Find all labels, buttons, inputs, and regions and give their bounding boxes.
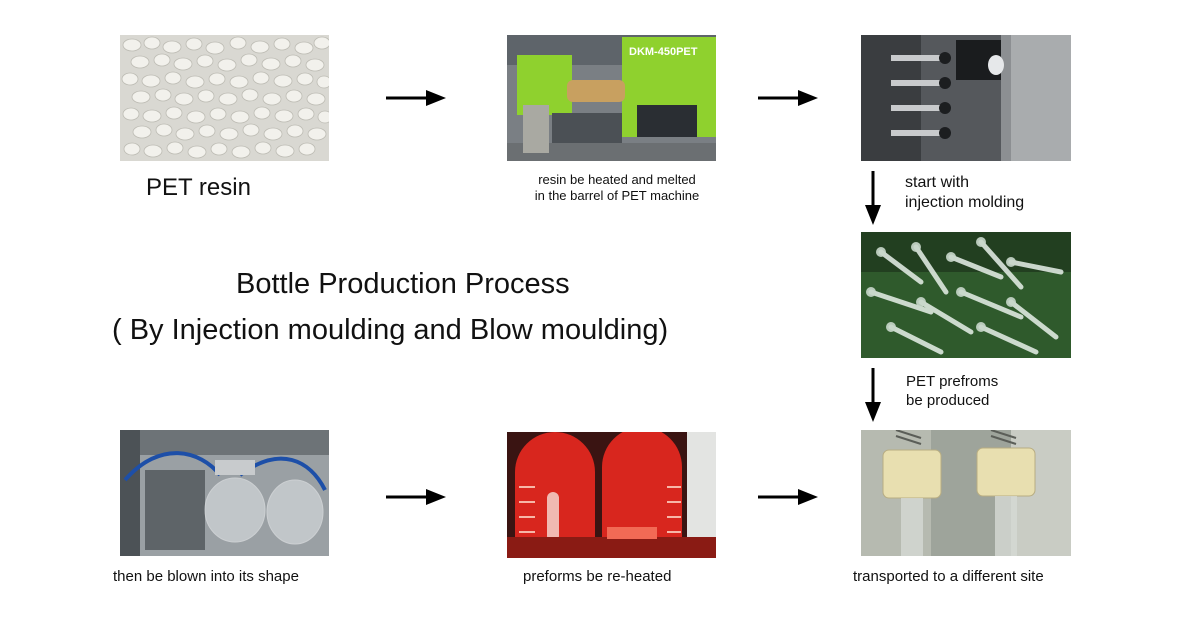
- machine-model-label: DKM-450PET: [629, 46, 698, 58]
- step-caption-injection-molding: start with injection molding: [905, 174, 1025, 211]
- arrow-right-icon: [758, 487, 818, 507]
- step-caption-transported: transported to a different site: [853, 568, 1044, 585]
- arrow-down-icon: [863, 368, 883, 422]
- preform-reheating-photo: [507, 432, 716, 558]
- arrow-right-icon: [386, 487, 446, 507]
- blow-molding-photo: [120, 430, 329, 556]
- arrow-right-icon: [758, 88, 818, 108]
- arrow-down-icon: [863, 171, 883, 225]
- pet-resin-photo: [120, 35, 329, 161]
- step-caption-pet-resin: PET resin: [146, 174, 251, 201]
- step-caption-blown-shape: then be blown into its shape: [113, 568, 299, 585]
- preform-transport-photo: [861, 430, 1071, 556]
- step-caption-heated-melted: resin be heated and melted in the barrel…: [534, 172, 700, 204]
- page-title: Bottle Production Process: [236, 268, 570, 300]
- pet-machine-photo: DKM-450PET: [507, 35, 716, 161]
- page-subtitle: ( By Injection moulding and Blow mouldin…: [112, 314, 669, 346]
- step-caption-preforms-produced: PET prefroms be produced: [906, 373, 999, 409]
- arrow-right-icon: [386, 88, 446, 108]
- pet-preforms-photo: [861, 232, 1071, 358]
- injection-molding-photo: [861, 35, 1071, 161]
- step-caption-re-heated: preforms be re-heated: [523, 568, 672, 585]
